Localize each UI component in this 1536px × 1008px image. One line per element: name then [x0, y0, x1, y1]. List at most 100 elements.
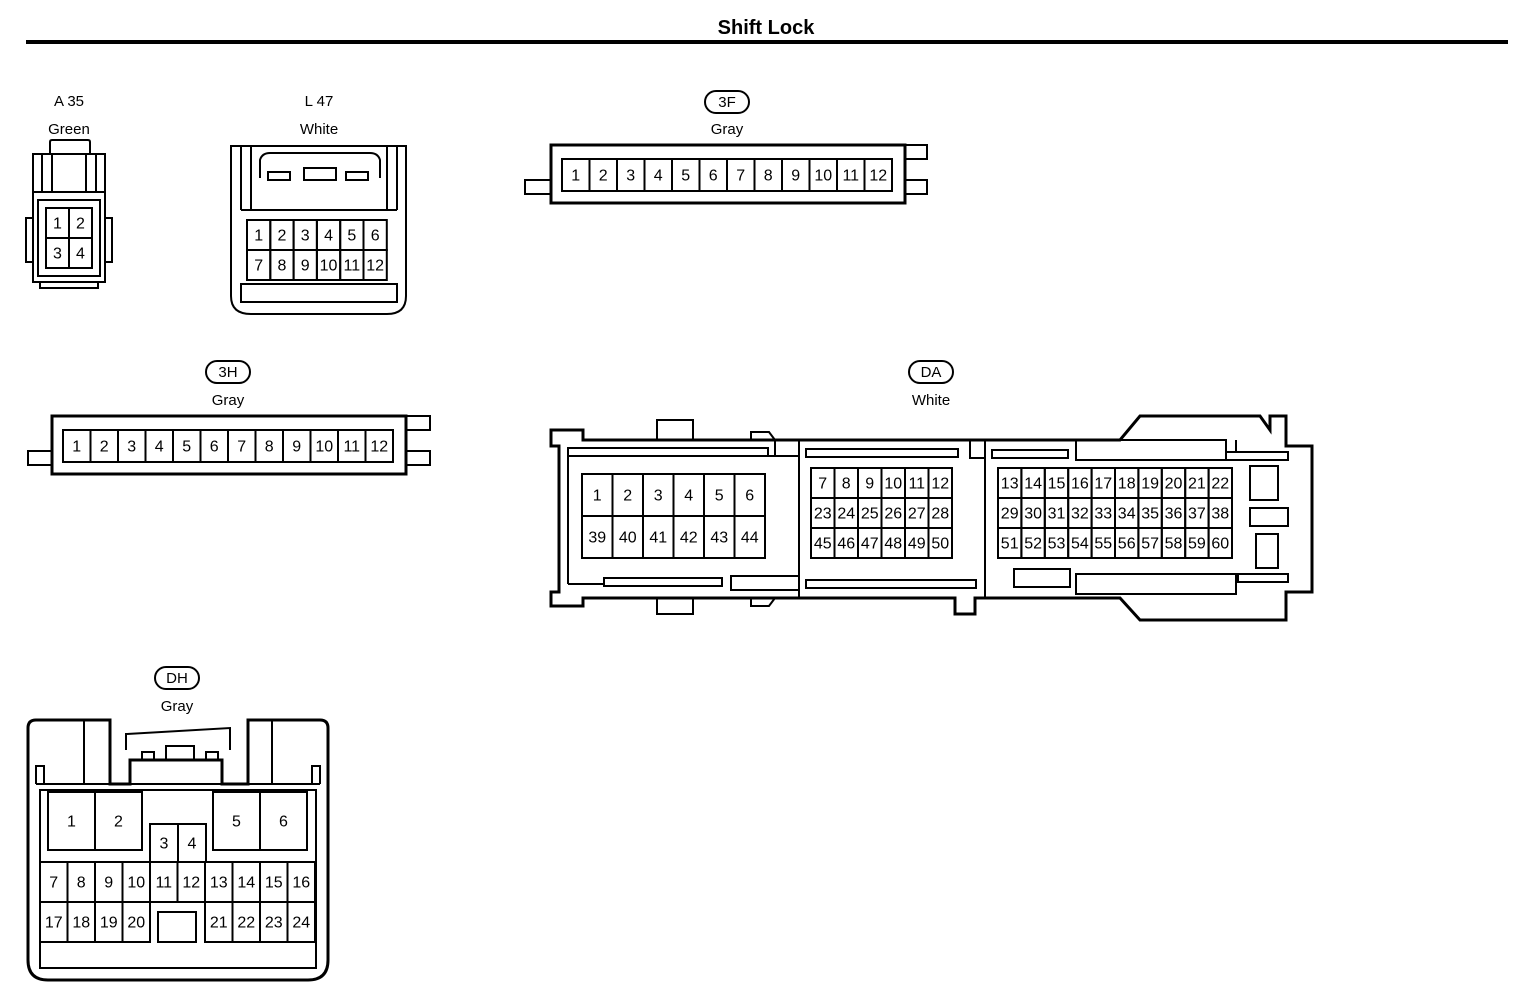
pin-label: 12 [869, 168, 887, 185]
pin-label: 58 [1165, 536, 1183, 553]
pin-da-13: 13 [997, 467, 1023, 499]
pin-da-42: 42 [672, 515, 705, 559]
pin-da-7: 7 [810, 467, 836, 499]
pin-label: 18 [72, 915, 90, 932]
connector-code-3f: 3F [718, 94, 736, 111]
connector-color-l47: White [300, 121, 338, 138]
pin-l47-11: 11 [339, 249, 365, 281]
pin-da-49: 49 [904, 527, 930, 559]
pin-da-25: 25 [857, 497, 883, 529]
pin-label: 19 [1141, 476, 1159, 493]
pin-dh-1: 1 [47, 791, 96, 851]
pin-3h-7: 7 [227, 429, 257, 463]
pin-label: 15 [1048, 476, 1066, 493]
pin-3f-3: 3 [616, 158, 646, 192]
pin-label: 7 [818, 476, 827, 493]
pin-label: 16 [292, 875, 310, 892]
pin-label: 2 [623, 488, 632, 505]
pin-da-51: 51 [997, 527, 1023, 559]
pin-da-43: 43 [703, 515, 736, 559]
pin-dh-11: 11 [149, 861, 179, 903]
pin-3f-9: 9 [781, 158, 811, 192]
pin-label: 2 [76, 216, 85, 233]
pin-l47-2: 2 [269, 219, 295, 251]
pin-label: 6 [279, 814, 288, 831]
connector-badge-3f: 3F [704, 90, 750, 114]
pin-label: 12 [370, 439, 388, 456]
pin-label: 14 [1024, 476, 1042, 493]
pin-label: 12 [182, 875, 200, 892]
pin-da-20: 20 [1160, 467, 1187, 499]
pin-label: 41 [649, 530, 667, 547]
pin-label: 4 [684, 488, 693, 505]
pin-label: 20 [127, 915, 145, 932]
pin-da-44: 44 [733, 515, 766, 559]
pin-da-8: 8 [833, 467, 859, 499]
pin-da-24: 24 [833, 497, 859, 529]
pin-3h-1: 1 [62, 429, 92, 463]
pin-label: 4 [654, 168, 663, 185]
pin-3f-6: 6 [698, 158, 728, 192]
pin-da-30: 30 [1020, 497, 1046, 529]
pin-da-59: 59 [1184, 527, 1210, 559]
pin-label: 14 [237, 875, 255, 892]
pin-3f-11: 11 [836, 158, 866, 192]
pin-label: 10 [320, 258, 338, 275]
pin-label: 31 [1048, 506, 1066, 523]
pin-l47-10: 10 [315, 249, 342, 281]
pin-label: 59 [1188, 536, 1206, 553]
pin-label: 11 [343, 439, 360, 456]
pin-dh-15: 15 [259, 861, 289, 903]
pin-label: 3 [53, 246, 62, 263]
pin-dh-10: 10 [121, 861, 151, 903]
pin-label: 10 [814, 168, 832, 185]
pin-label: 7 [49, 875, 58, 892]
pin-dh-14: 14 [231, 861, 261, 903]
pin-label: 9 [292, 439, 301, 456]
pin-da-10: 10 [880, 467, 906, 499]
pin-da-32: 32 [1067, 497, 1093, 529]
pin-label: 16 [1071, 476, 1089, 493]
pin-da-1: 1 [581, 473, 614, 517]
pin-label: 15 [265, 875, 283, 892]
pin-l47-7: 7 [246, 249, 272, 281]
pin-label: 2 [114, 814, 123, 831]
pin-label: 4 [76, 246, 85, 263]
pin-dh-13: 13 [204, 861, 234, 903]
pin-dh-4: 4 [177, 823, 207, 863]
pin-dh-9: 9 [94, 861, 124, 903]
pin-3f-4: 4 [643, 158, 673, 192]
connector-color-dh: Gray [161, 698, 194, 715]
pin-da-40: 40 [611, 515, 644, 559]
pin-label: 42 [680, 530, 698, 547]
pin-label: 8 [277, 258, 286, 275]
pin-3h-8: 8 [254, 429, 284, 463]
connector-color-3h: Gray [212, 392, 245, 409]
pin-label: 3 [301, 228, 310, 245]
pin-da-2: 2 [611, 473, 644, 517]
pin-label: 29 [1001, 506, 1019, 523]
pin-da-33: 33 [1090, 497, 1116, 529]
pin-label: 26 [884, 506, 902, 523]
pin-label: 11 [344, 258, 361, 275]
pin-dh-22: 22 [231, 901, 261, 943]
pin-da-6: 6 [733, 473, 766, 517]
pin-da-60: 60 [1207, 527, 1233, 559]
pin-da-54: 54 [1067, 527, 1093, 559]
pin-l47-8: 8 [269, 249, 295, 281]
connector-code-3h: 3H [218, 364, 237, 381]
pin-da-26: 26 [880, 497, 906, 529]
pin-label: 6 [371, 228, 380, 245]
pin-label: 3 [626, 168, 635, 185]
pin-label: 1 [67, 814, 76, 831]
pin-da-4: 4 [672, 473, 705, 517]
pin-label: 3 [127, 439, 136, 456]
pin-label: 7 [736, 168, 745, 185]
pin-dh-5: 5 [212, 791, 261, 851]
connector-color-da: White [912, 392, 950, 409]
pin-label: 21 [1188, 476, 1206, 493]
